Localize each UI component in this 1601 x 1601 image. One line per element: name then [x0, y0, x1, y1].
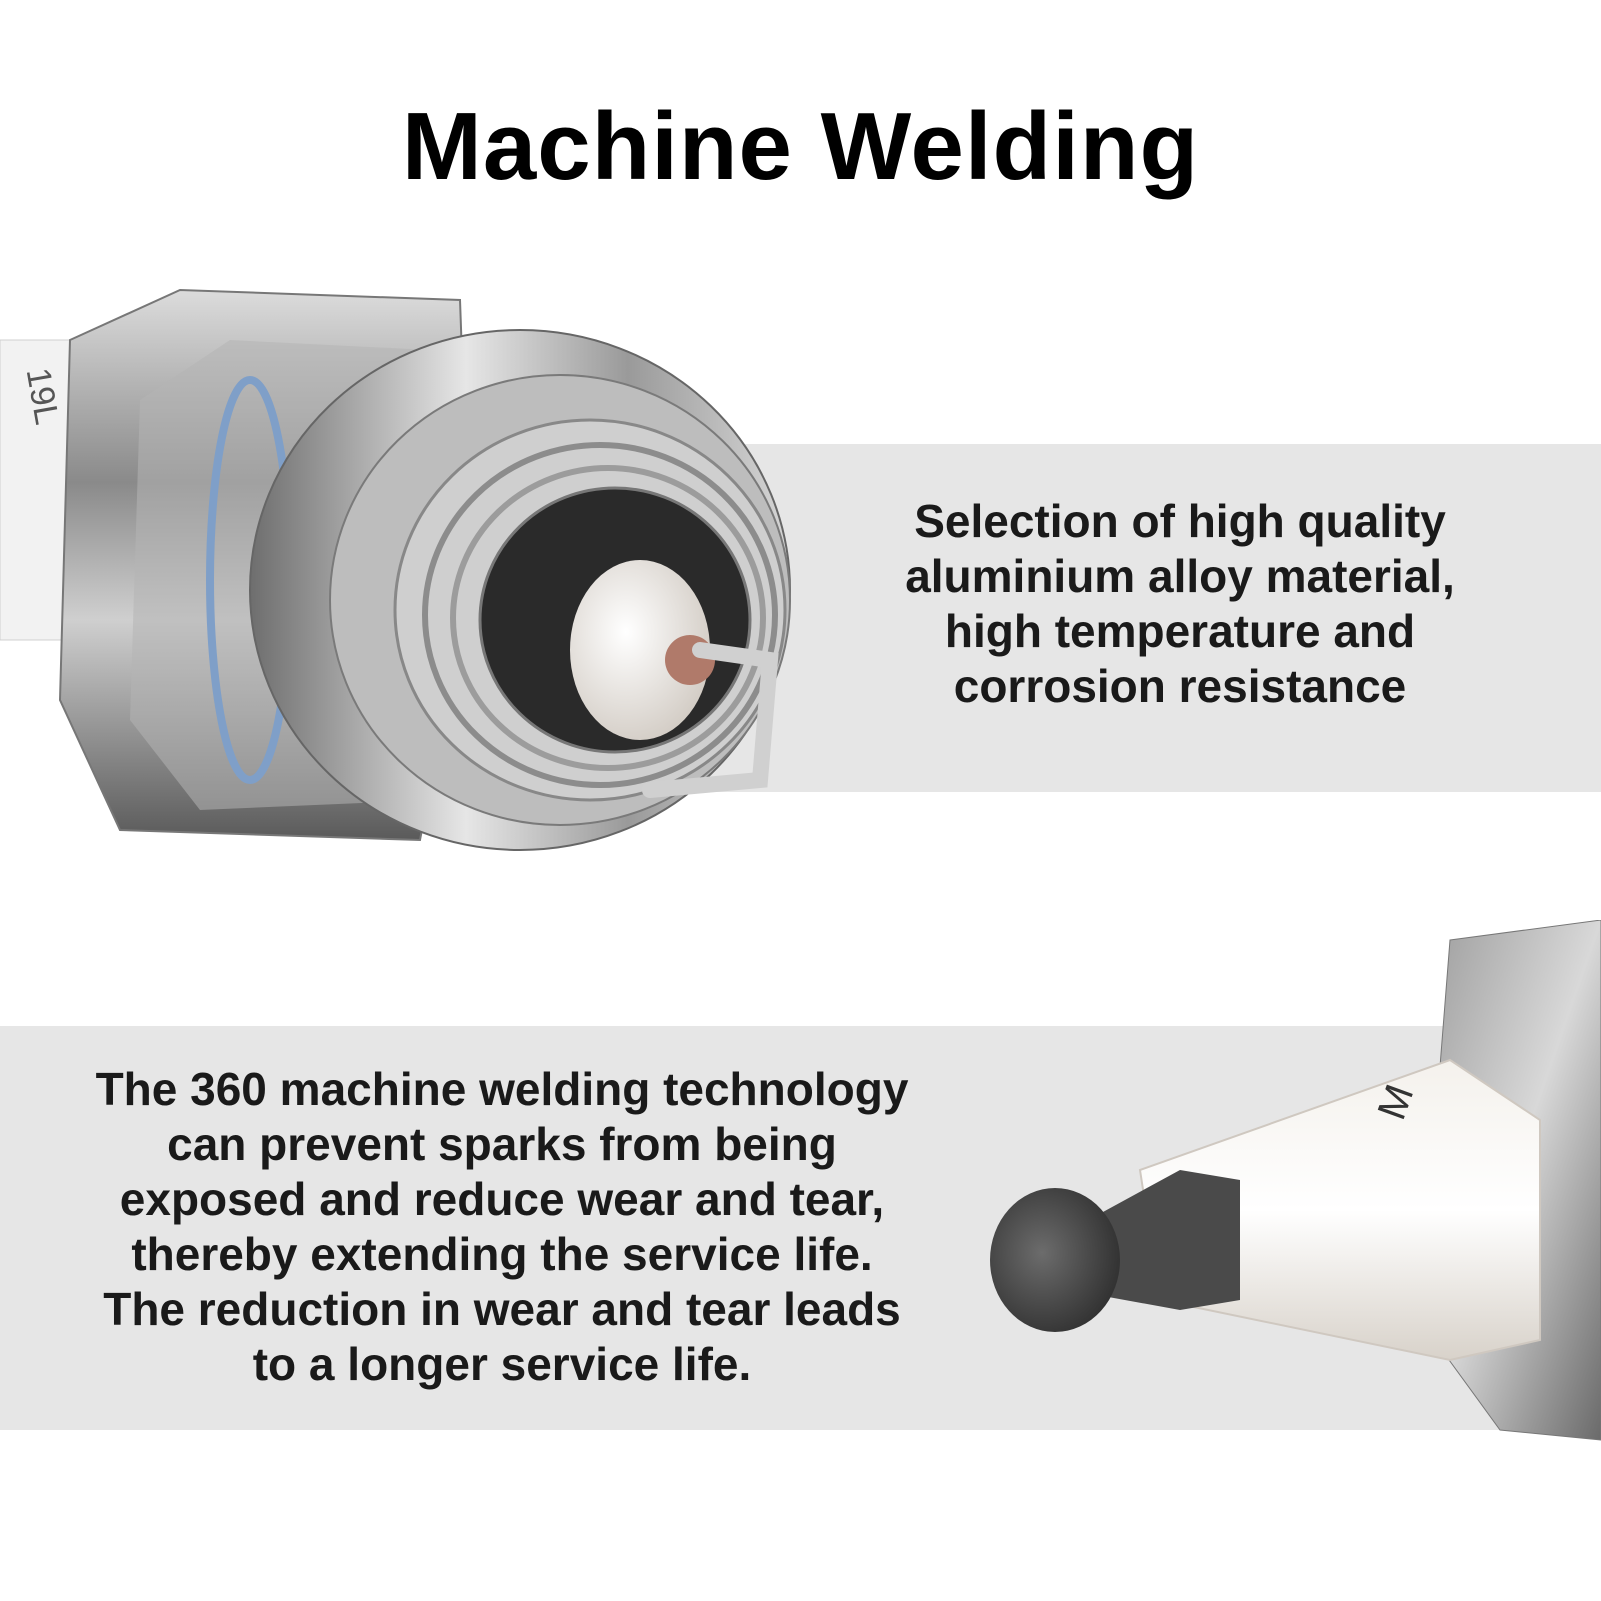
spark-plug-terminal-end-photo: M [990, 920, 1601, 1441]
page-title: Machine Welding [401, 93, 1200, 200]
feature-band-top [655, 444, 1601, 792]
feature-text-material: Selection of high quality aluminium allo… [905, 495, 1455, 712]
feature-text-welding: The 360 machine welding technology can p… [95, 1063, 909, 1390]
spark-plug-threaded-end-photo: 19L [0, 288, 791, 851]
